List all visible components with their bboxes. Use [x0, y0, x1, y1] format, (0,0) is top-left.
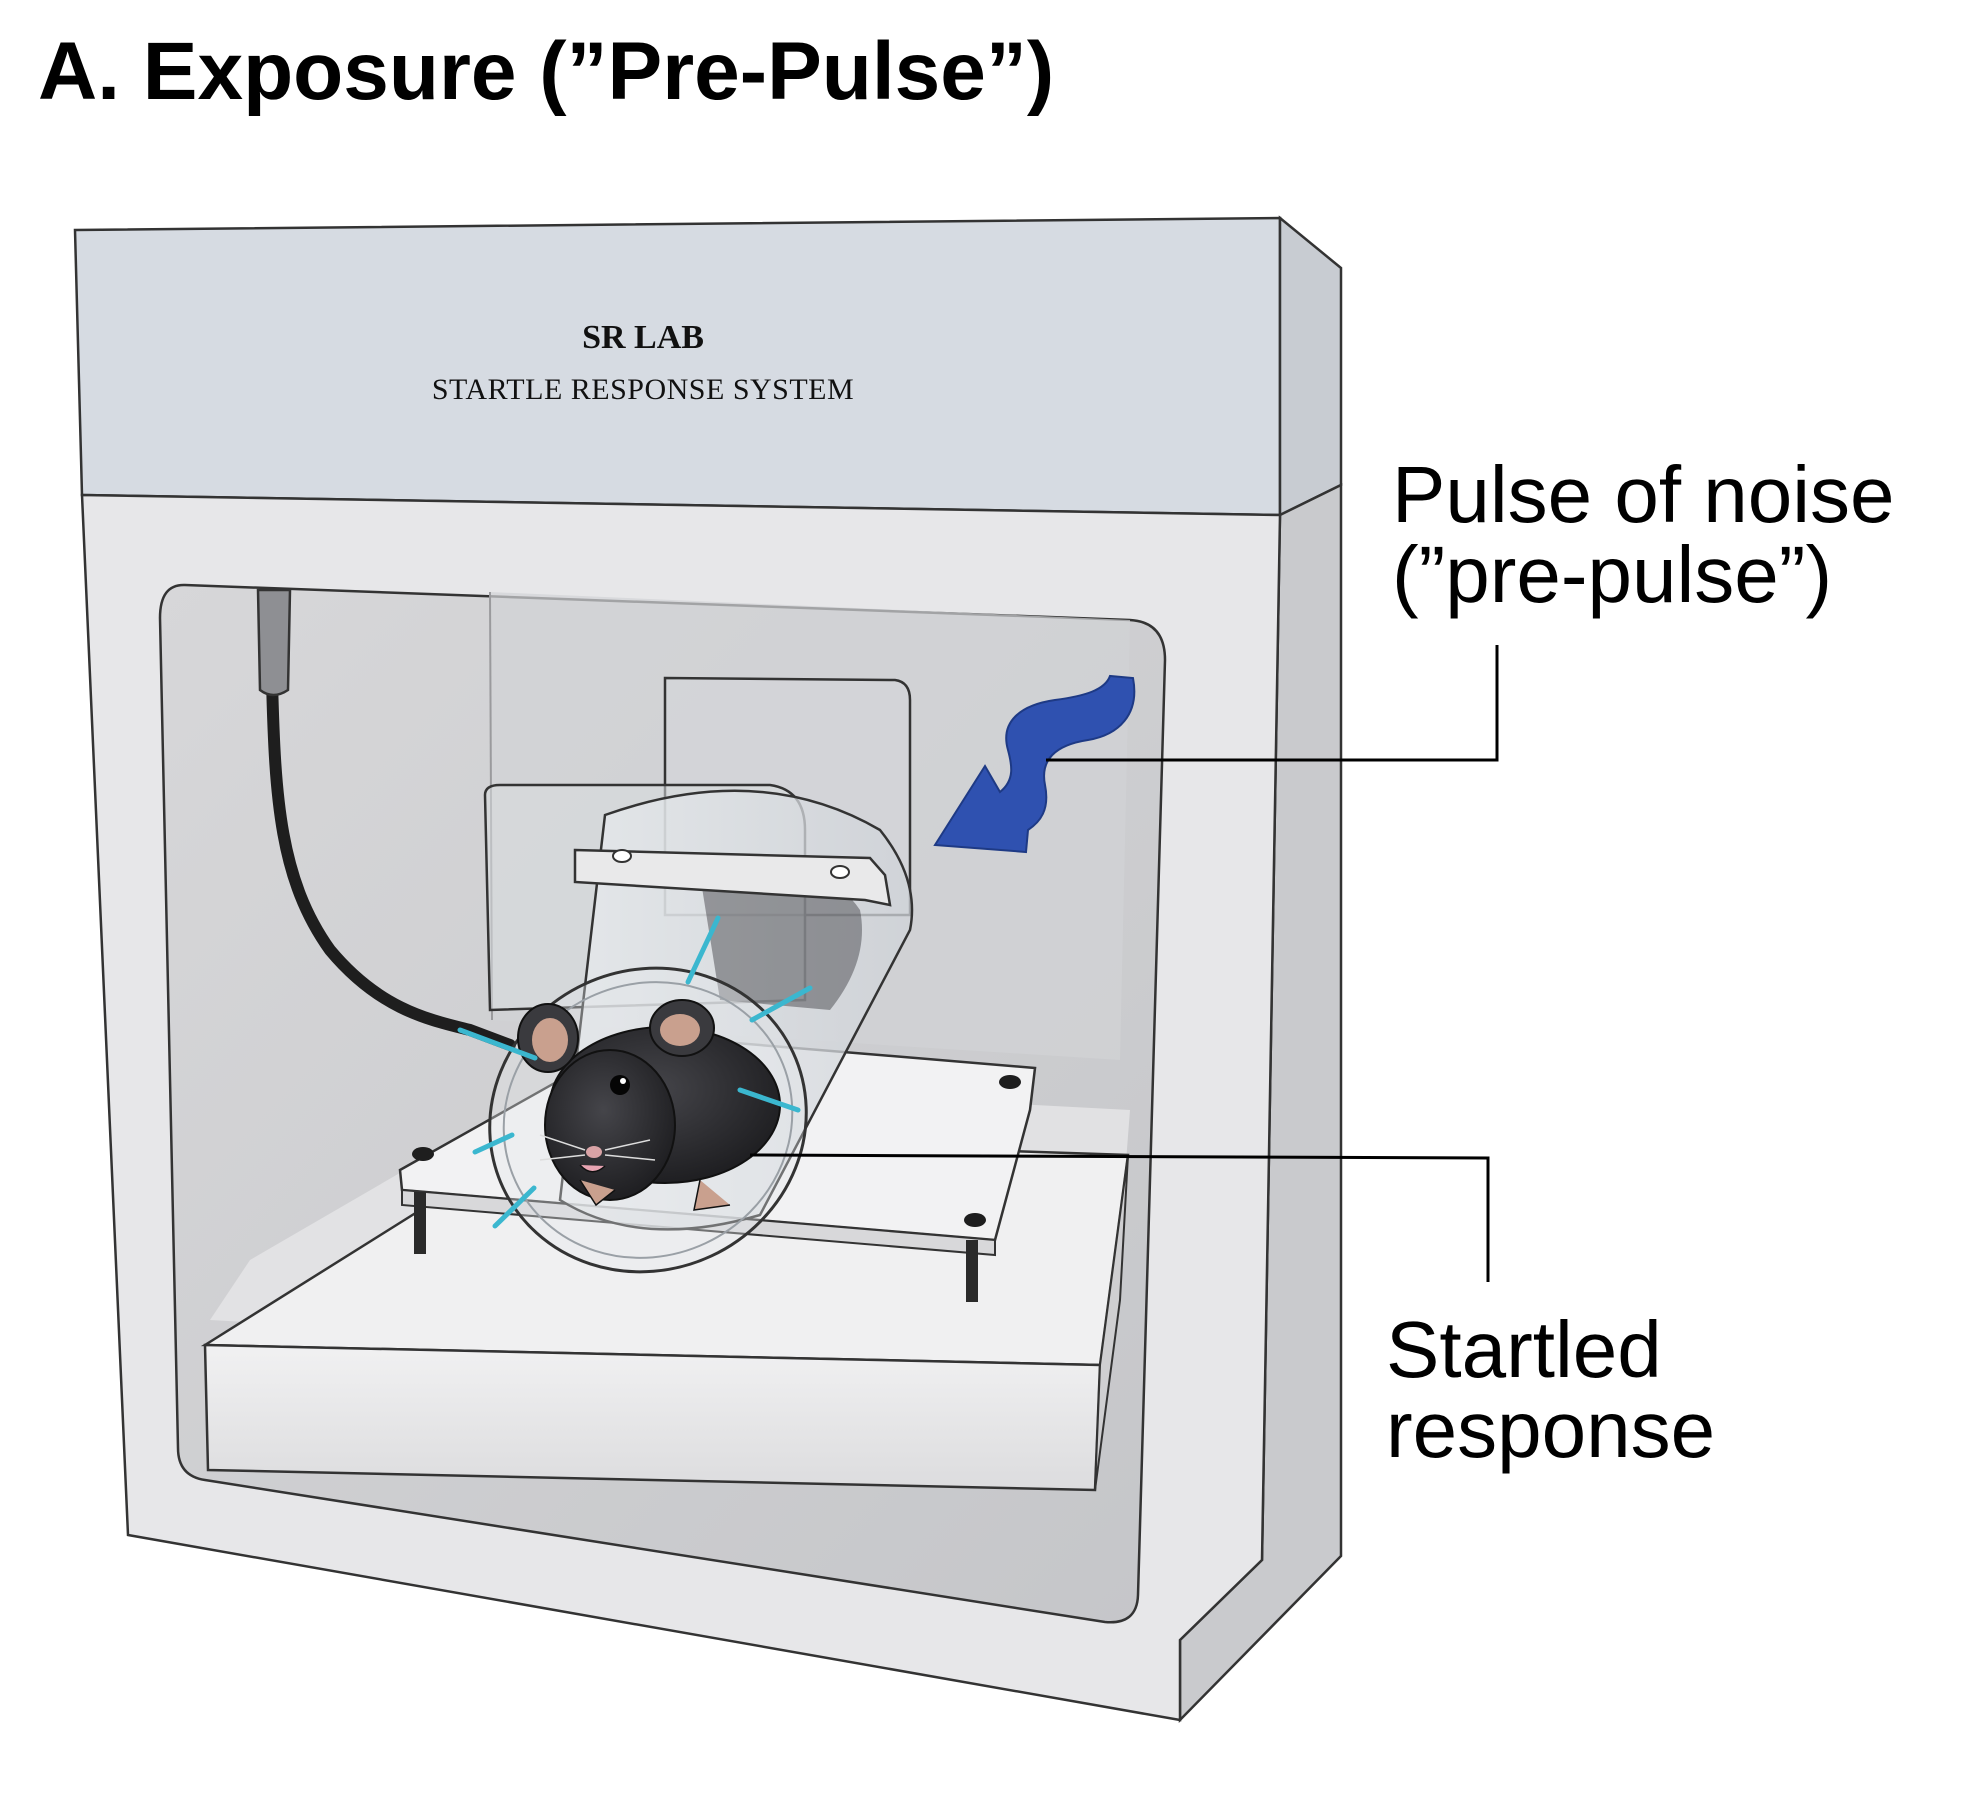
- startle-marks: [457, 915, 813, 1229]
- device-subtitle: STARTLE RESPONSE SYSTEM: [431, 373, 855, 406]
- pulse-label-line1: Pulse of noise: [1392, 450, 1895, 539]
- chamber-side-top: [1278, 215, 1343, 518]
- platform-leg: [966, 1240, 978, 1302]
- startle-label-line1: Startled: [1386, 1305, 1662, 1394]
- mouse-icon: [517, 999, 781, 1211]
- sensor-probe: [256, 588, 292, 697]
- noise-arrow-icon: [933, 674, 1136, 854]
- figure-title: A. Exposure (”Pre-Pulse”): [38, 26, 1055, 117]
- platform-leg: [414, 1192, 426, 1254]
- startle-leader-line: [749, 1153, 1490, 1282]
- tube-clamp: [573, 848, 892, 907]
- sensor-cable: [266, 674, 516, 1051]
- pulse-label-line2: (”pre-pulse”): [1392, 530, 1833, 619]
- pulse-leader-line: [1046, 645, 1499, 762]
- startle-label-line2: response: [1386, 1385, 1716, 1474]
- base-block-front: [203, 1343, 1102, 1492]
- pulse-label: Pulse of noise (”pre-pulse”): [1392, 455, 1895, 615]
- startle-label: Startled response: [1386, 1310, 1715, 1470]
- chamber-top-panel: [73, 216, 1282, 517]
- device-brand: SR LAB: [582, 319, 704, 356]
